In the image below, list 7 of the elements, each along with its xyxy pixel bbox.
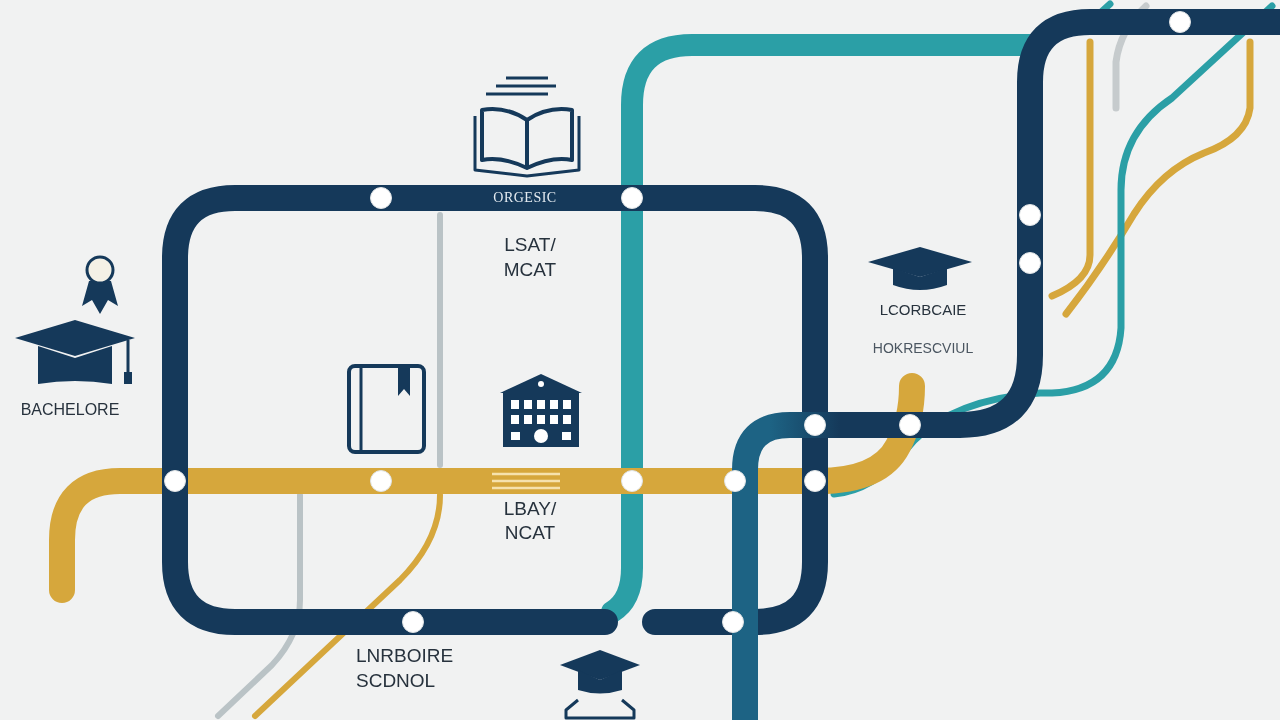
station-label: ORGESIC [493, 189, 557, 207]
station-label: BACHELORE [20, 400, 120, 420]
station-label: HOKRESCVIUL [872, 339, 974, 357]
station-label: LSAT/ MCAT [503, 233, 557, 282]
station-label: LNRBOIRE SCDNOL [356, 644, 454, 693]
station-label: LCORBCAIE [879, 301, 967, 319]
station-label: LBAY/ NCAT [503, 497, 557, 545]
